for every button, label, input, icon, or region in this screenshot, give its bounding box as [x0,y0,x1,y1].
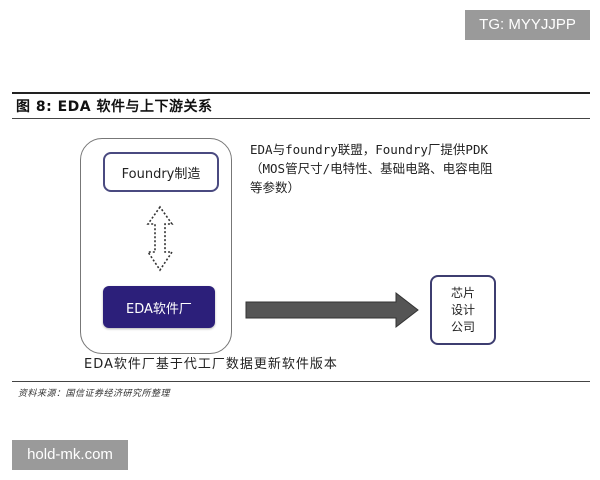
eda-node-label: EDA软件厂 [126,301,192,317]
chip-design-label: 芯片设计公司 [450,285,475,334]
foundry-node-label: Foundry制造 [121,166,201,182]
figure-title-rule [12,118,590,119]
alliance-description: EDA与foundry联盟，Foundry厂提供PDK（MOS管尺寸/电特性、基… [250,142,493,195]
bidirectional-arrow [146,205,174,272]
right-arrow [245,291,419,329]
figure-top-rule [12,92,590,94]
foundry-node: Foundry制造 [103,152,219,192]
chip-design-node: 芯片设计公司 [430,275,496,345]
eda-node: EDA软件厂 [103,286,215,328]
watermark-top-right: TG: MYYJJPP [465,10,590,40]
figure-bottom-rule [12,381,590,382]
figure-title: 图 8: EDA 软件与上下游关系 [16,99,213,115]
figure-source: 资料来源：国信证券经济研究所整理 [18,389,171,399]
diagram-caption: EDA软件厂基于代工厂数据更新软件版本 [84,357,338,372]
watermark-bottom-left: hold-mk.com [12,440,128,470]
